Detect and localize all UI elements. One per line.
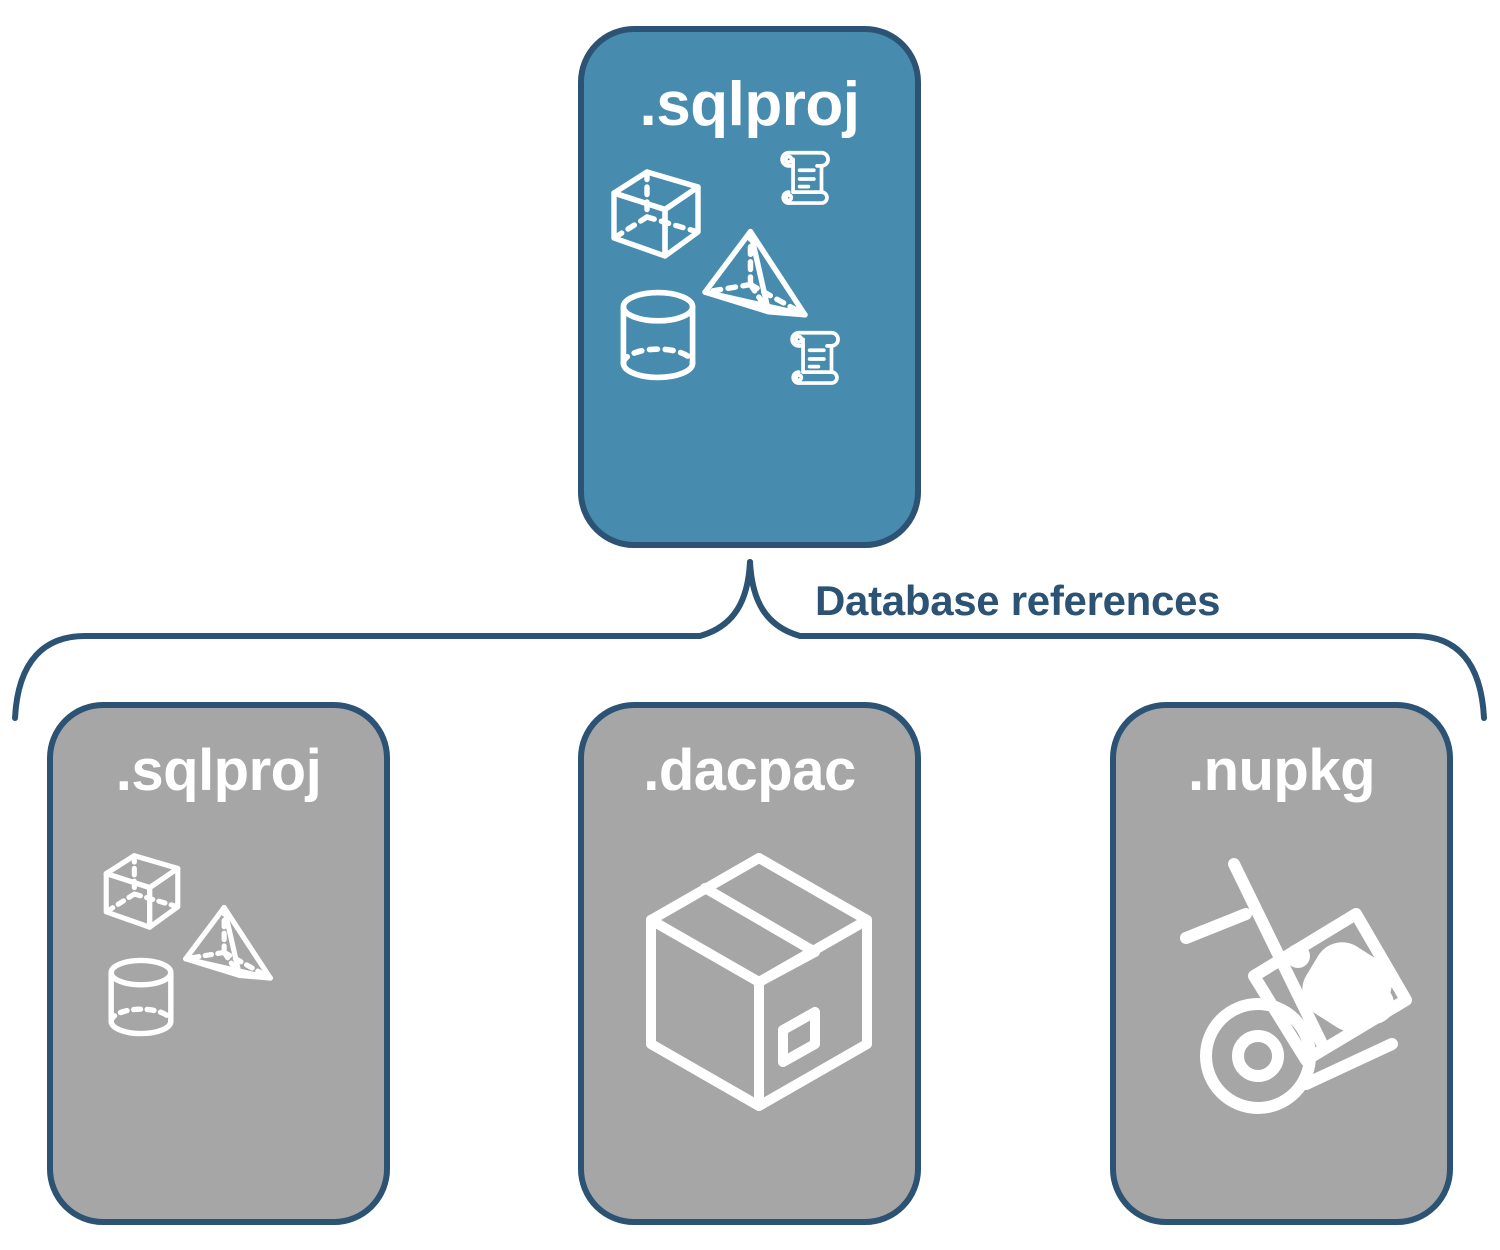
reference-card-sqlproj[interactable]: .sqlproj	[47, 702, 390, 1225]
reference-card-sqlproj-label: .sqlproj	[115, 738, 322, 803]
nupkg-icon-group	[1116, 800, 1447, 1219]
sqlproj-reference-icon-group	[53, 800, 384, 1219]
connector-label: Database references	[815, 577, 1221, 624]
hand-truck-icon	[1180, 858, 1412, 1114]
cylinder-icon	[620, 289, 696, 381]
package-box-icon	[646, 853, 872, 1111]
cylinder-icon	[108, 957, 174, 1037]
sqlproj-source-card[interactable]: .sqlproj	[578, 26, 921, 548]
scroll-icon	[790, 330, 840, 385]
cube-icon	[611, 169, 701, 259]
sqlproj-source-icon-group	[584, 136, 915, 542]
pyramid-icon	[183, 904, 273, 981]
dacpac-icon-group	[584, 800, 915, 1219]
pyramid-icon	[702, 228, 808, 318]
reference-card-dacpac[interactable]: .dacpac	[578, 702, 921, 1225]
reference-card-nupkg[interactable]: .nupkg	[1110, 702, 1453, 1225]
reference-card-nupkg-label: .nupkg	[1187, 738, 1376, 803]
sqlproj-source-label: .sqlproj	[639, 70, 860, 139]
reference-card-dacpac-label: .dacpac	[643, 738, 856, 803]
cube-icon	[103, 853, 181, 930]
scroll-icon	[780, 150, 830, 205]
